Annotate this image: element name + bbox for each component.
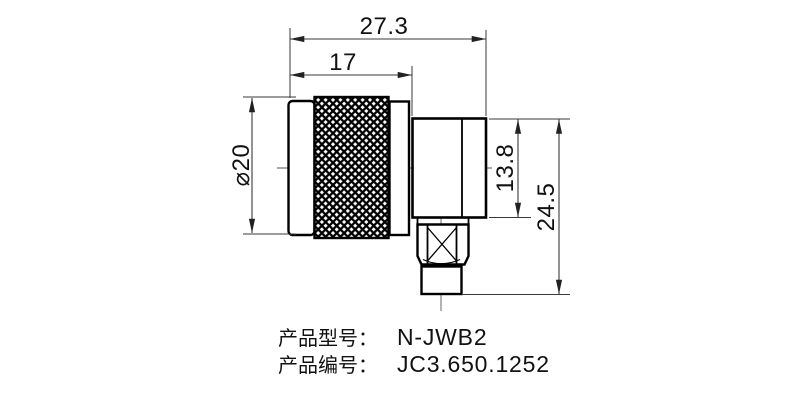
- product-info: 产品型号： N-JWB2 产品编号： JC3.650.1252: [278, 324, 550, 377]
- dim-overall-length: 27.3: [360, 13, 409, 40]
- nut-rear-flange: [388, 100, 411, 237]
- dim-coupling-length: 17: [329, 49, 357, 76]
- connector-outline: [287, 95, 488, 296]
- dim-body-height: 13.8: [492, 144, 519, 193]
- right-angle-body-block: [411, 117, 488, 219]
- dim-overall-height: 24.5: [533, 183, 560, 232]
- dimension-lines: [248, 35, 563, 294]
- dimension-labels: 27.3 17 ⌀20 13.8 24.5: [228, 13, 560, 231]
- product-model-label: 产品型号：: [278, 327, 378, 350]
- knurled-coupling-nut: [313, 95, 390, 240]
- product-code-value: JC3.650.1252: [397, 351, 550, 377]
- product-code-label: 产品编号：: [278, 354, 378, 377]
- product-model-value: N-JWB2: [397, 324, 487, 350]
- flat-surface-cross: [427, 227, 457, 262]
- dim-body-diameter: ⌀20: [228, 144, 255, 187]
- chamfer-arc: [422, 258, 461, 265]
- cable-barrel: [420, 265, 463, 296]
- coupling-nose: [287, 99, 316, 237]
